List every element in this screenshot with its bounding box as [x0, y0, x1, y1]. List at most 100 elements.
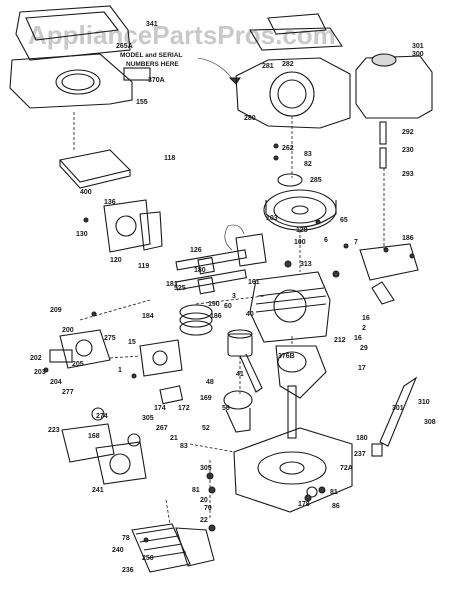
cam-gear: [223, 390, 253, 433]
part-number-label: 155: [136, 99, 148, 106]
part-number-label: 118: [164, 155, 175, 162]
fasteners: [43, 143, 415, 543]
carburetor-cover: [103, 199, 163, 253]
part-number-label: 100: [294, 239, 306, 246]
part-number-label: 15: [128, 339, 136, 346]
part-number-label: 370A: [148, 77, 165, 84]
part-number-label: 308: [424, 419, 436, 426]
part-number-label: 200: [62, 327, 74, 334]
dipstick: [371, 376, 418, 457]
callout-arrowhead: [228, 77, 241, 85]
part-number-label: 262: [282, 145, 294, 152]
part-number-label: 169: [200, 395, 212, 402]
part-number-label: 301: [392, 405, 404, 412]
part-number-label: 180: [194, 267, 206, 274]
callout-arrow: [197, 57, 237, 85]
carburetor-body: [49, 329, 111, 369]
part-number-label: 128: [296, 227, 308, 234]
part-number-label: 341: [146, 21, 158, 28]
part-number-label: 525: [174, 285, 186, 292]
part-number-label: 230: [402, 147, 414, 154]
crankshaft: [275, 345, 327, 439]
part-number-label: 161: [248, 279, 260, 286]
part-number-label: 376B: [278, 353, 295, 360]
part-number-label: 212: [334, 337, 346, 344]
part-number-label: 310: [418, 399, 430, 406]
blower-housing: [235, 13, 351, 129]
part-number-label: 65: [340, 217, 348, 224]
part-number-label: 83: [304, 151, 312, 158]
part-number-label: 16: [362, 315, 370, 322]
part-number-label: 186: [402, 235, 414, 242]
part-number-label: 184: [142, 313, 154, 320]
part-number-label: 305: [200, 465, 212, 472]
part-number-label: 237: [354, 451, 366, 458]
throttle-bracket: [359, 243, 419, 305]
float-bowl: [95, 433, 147, 485]
part-number-label: 280: [244, 115, 256, 122]
part-number-label: 136: [104, 199, 116, 206]
part-number-label: 83: [180, 443, 188, 450]
part-number-label: 1: [118, 367, 122, 374]
part-number-label: 29: [360, 345, 368, 352]
fuel-pump: [61, 407, 115, 463]
part-number-label: 60: [224, 303, 232, 310]
piston: [227, 329, 263, 393]
part-number-label: 186: [210, 313, 222, 320]
callout-line2: NUMBERS HERE: [126, 61, 179, 68]
part-number-label: 2: [362, 325, 366, 332]
muffler: [139, 339, 183, 377]
part-number-label: 202: [30, 355, 42, 362]
part-number-label: 22: [200, 517, 208, 524]
part-number-label: 172: [178, 405, 190, 412]
part-number-label: 181: [166, 281, 178, 288]
part-number-label: 282: [282, 61, 294, 68]
part-number-label: 81: [330, 489, 338, 496]
part-number-label: 168: [88, 433, 100, 440]
part-number-label: 292: [402, 129, 414, 136]
valve-assembly: [175, 249, 247, 295]
part-number-label: 119: [138, 263, 149, 270]
part-number-label: 190: [208, 301, 220, 308]
part-number-label: 241: [92, 487, 104, 494]
part-number-label: 281: [262, 63, 274, 70]
gasket: [159, 385, 184, 405]
cylinder-block: [249, 271, 331, 343]
ignition-coil: [224, 224, 267, 267]
part-number-label: 305: [142, 415, 154, 422]
part-number-label: 223: [48, 427, 60, 434]
part-number-label: 78: [122, 535, 130, 542]
part-number-label: 41: [236, 371, 244, 378]
part-number-label: 400: [80, 189, 92, 196]
part-number-label: 174: [154, 405, 166, 412]
part-number-label: 70: [204, 505, 212, 512]
part-number-label: 40: [246, 311, 254, 318]
part-number-label: 7: [354, 239, 358, 246]
part-number-label: 274: [96, 413, 108, 420]
part-number-label: 81: [192, 487, 200, 494]
part-number-label: 205: [72, 361, 84, 368]
part-number-label: 21: [170, 435, 178, 442]
label-plate: [123, 67, 151, 81]
air-filter: [58, 149, 132, 189]
part-number-label: 203: [34, 369, 46, 376]
part-number-label: 209: [50, 307, 62, 314]
part-number-label: 313: [300, 261, 312, 268]
part-number-label: 240: [112, 547, 124, 554]
part-number-label: 180: [356, 435, 368, 442]
part-number-label: 86: [332, 503, 340, 510]
part-number-label: 126: [190, 247, 202, 254]
piston-rings: [179, 304, 213, 336]
oil-sump: [233, 427, 353, 513]
assembly-lines: [73, 112, 385, 525]
part-number-label: 48: [206, 379, 214, 386]
part-number-label: 120: [110, 257, 122, 264]
part-number-label: 3: [232, 293, 236, 300]
fuel-tank: [355, 53, 433, 169]
part-number-label: 204: [50, 379, 62, 386]
part-number-label: 178: [298, 501, 310, 508]
part-number-label: 103: [266, 215, 278, 222]
